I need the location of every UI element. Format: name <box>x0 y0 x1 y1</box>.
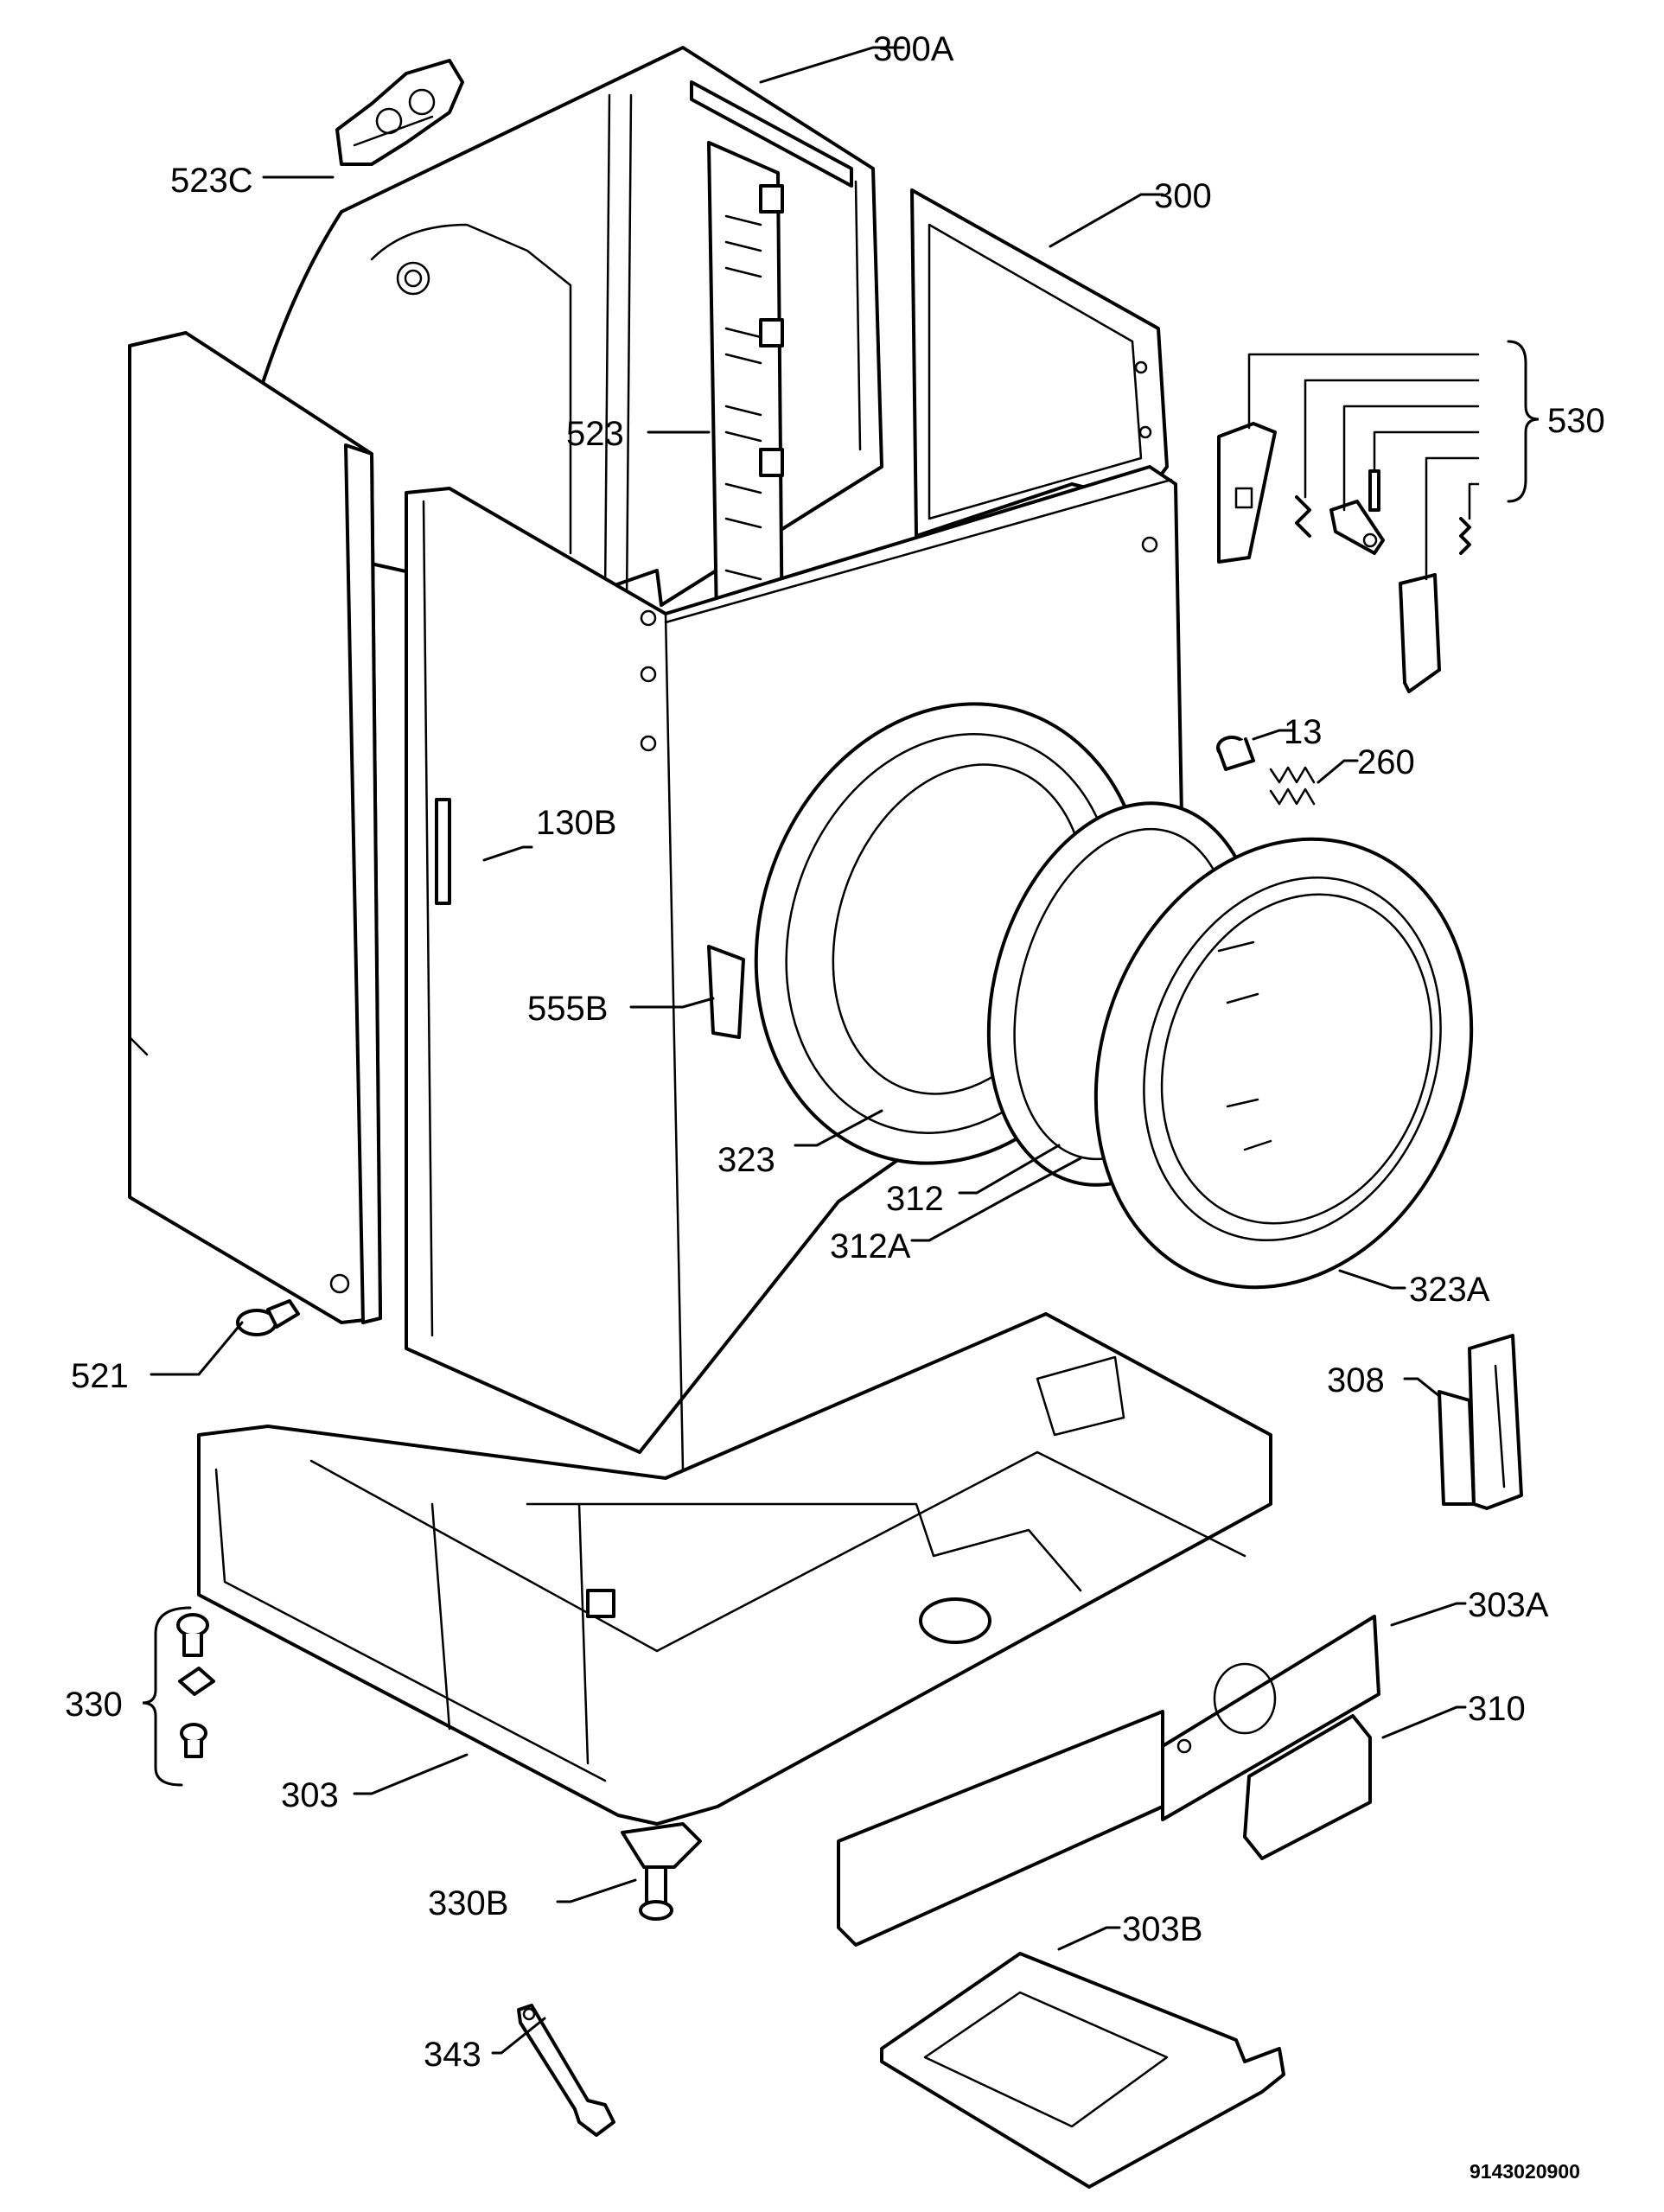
callout-labels: 300A 523C 300 530 523 13 260 130B 555B 3… <box>65 30 1605 2183</box>
bottom-cover-303b <box>880 1952 1285 2189</box>
base-frame-303 <box>197 1312 1272 1826</box>
bracket-523c <box>335 59 464 166</box>
label-310: 310 <box>1468 1690 1526 1728</box>
service-flap-310 <box>1243 1714 1372 1860</box>
label-330b: 330B <box>428 1884 508 1922</box>
handle-slot-130b <box>435 798 451 905</box>
hinge-308 <box>1438 1334 1523 1510</box>
label-303a: 303A <box>1468 1586 1549 1624</box>
label-13: 13 <box>1284 713 1323 751</box>
label-521: 521 <box>71 1357 129 1395</box>
label-555b: 555B <box>527 990 608 1028</box>
label-343: 343 <box>424 2036 481 2074</box>
label-130b: 130B <box>536 804 616 842</box>
label-303b: 303B <box>1122 1910 1202 1948</box>
label-330: 330 <box>65 1686 123 1724</box>
door-catch-555b <box>707 945 745 1039</box>
label-308: 308 <box>1327 1361 1385 1399</box>
spring-260 <box>1269 766 1316 806</box>
bushing-13 <box>1216 736 1255 771</box>
adjustable-foot-330b <box>621 1822 702 1921</box>
label-530: 530 <box>1547 402 1605 440</box>
label-260: 260 <box>1357 743 1415 781</box>
screw-521 <box>236 1299 300 1336</box>
label-323: 323 <box>717 1141 775 1179</box>
label-523: 523 <box>566 415 624 453</box>
leader-lines <box>142 46 1467 2055</box>
document-number: 9143020900 <box>1470 2160 1580 2183</box>
left-side-panel <box>128 331 382 1324</box>
label-312a: 312A <box>830 1227 911 1265</box>
label-303: 303 <box>281 1776 339 1814</box>
door-outer-ring-323a <box>1093 837 1474 1290</box>
door-lock-assembly-530 <box>1217 340 1540 693</box>
fastener-set-330 <box>176 1613 215 1758</box>
wrench-343 <box>517 2004 615 2137</box>
label-312: 312 <box>886 1180 944 1218</box>
label-523c: 523C <box>170 162 253 200</box>
label-323a: 323A <box>1409 1271 1490 1309</box>
front-trim-303a <box>837 1615 1380 1947</box>
label-300: 300 <box>1154 177 1212 215</box>
label-300a: 300A <box>873 30 954 68</box>
